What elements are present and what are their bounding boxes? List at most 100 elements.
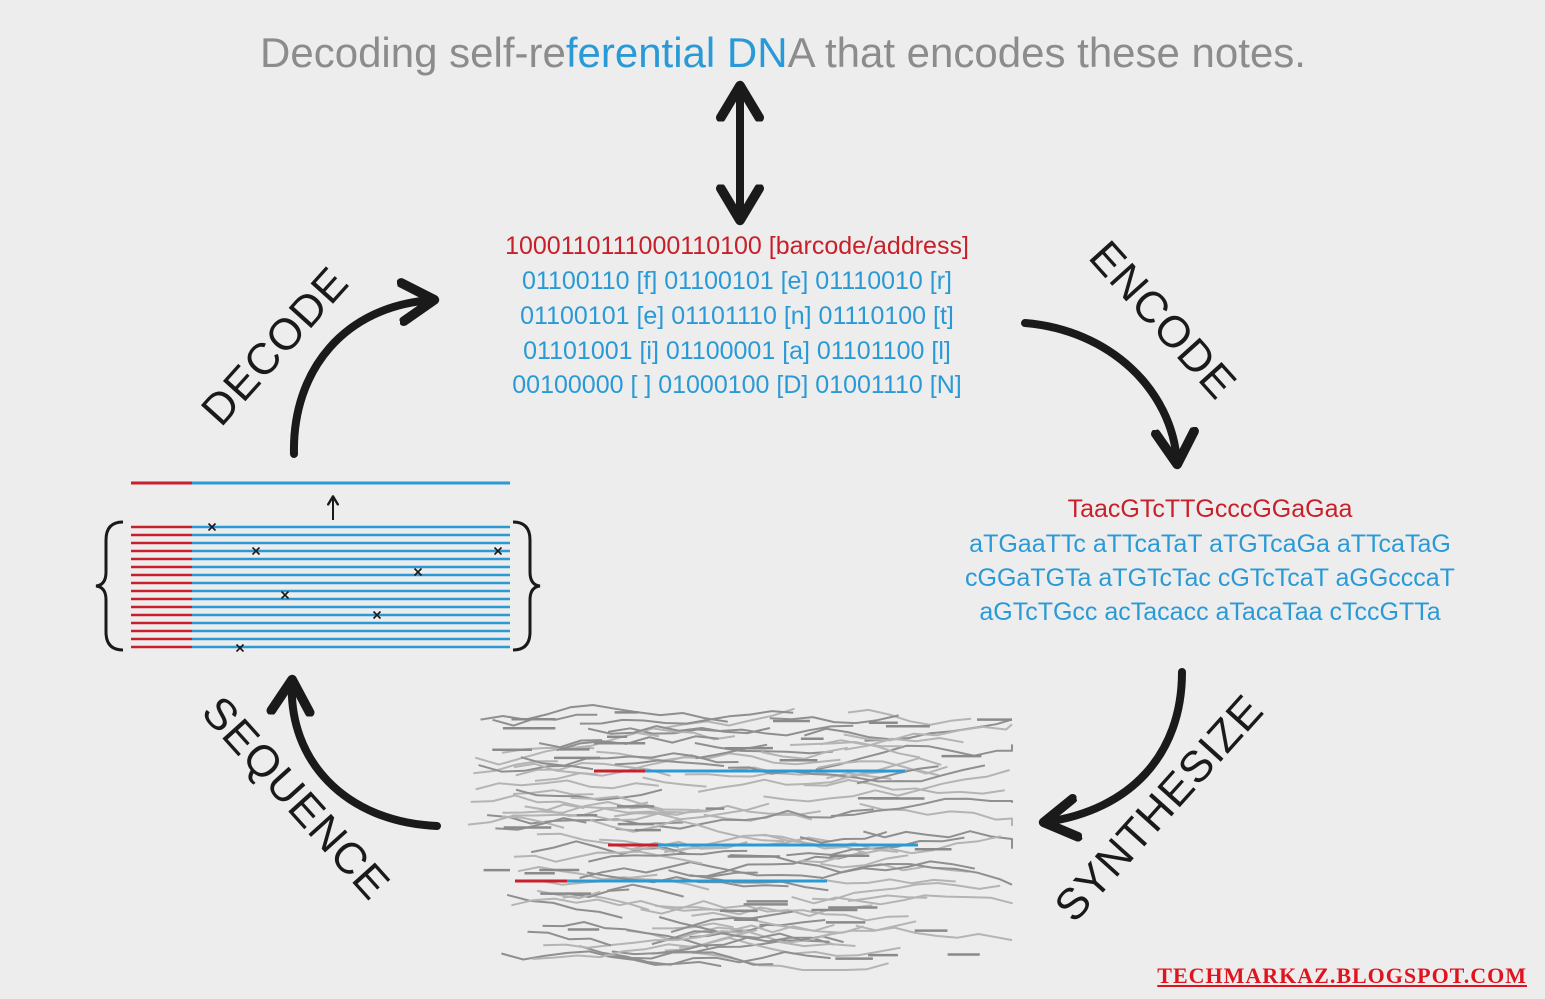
dna-strand: [759, 919, 826, 927]
dna-strand: [511, 897, 727, 912]
encode-label: ENCODE: [1080, 232, 1246, 409]
dna-strand: [799, 830, 888, 844]
dna-strand: [803, 779, 1005, 795]
binary-row: 01100110 [f] 01100101 [e] 01110010 [r]: [522, 267, 952, 295]
dna-strand: [694, 742, 833, 755]
dna-strand: [652, 922, 734, 930]
right-brace: [512, 520, 541, 652]
error-mark: [280, 590, 290, 600]
dna-strand: [769, 714, 899, 725]
watermark: TECHMARKAZ.BLOGSPOT.COM: [1157, 963, 1527, 988]
dna-strand: [473, 760, 558, 775]
dna-strand: [643, 805, 813, 821]
dna-strand: [606, 939, 830, 960]
dna-strand: [532, 943, 691, 960]
dna-strand: [817, 760, 948, 775]
dna-strand: [515, 762, 671, 777]
binary-row: 01101001 [i] 01100001 [a] 01101100 [l]: [523, 337, 951, 365]
title-part-2-highlight: ferential DN: [566, 29, 788, 76]
dna-strand: [843, 723, 1013, 742]
dna-strand: [786, 836, 965, 857]
dna-strand: [730, 923, 835, 934]
dna-strand: [804, 727, 892, 741]
dna-strand: [684, 771, 775, 778]
dna-strand: [760, 746, 848, 760]
dna-strand: [809, 926, 1013, 942]
title-part-3: A that encodes these notes.: [788, 29, 1306, 76]
dna-strand: [691, 911, 865, 934]
dna-row: cGGaTGTa aTGTcTac cGTcTcaT aGGcccaT: [965, 564, 1455, 592]
dna-strand: [589, 819, 785, 843]
dna-strand: [824, 878, 956, 885]
dna-strand: [501, 815, 565, 829]
dna-strand: [467, 807, 674, 826]
error-mark: [235, 643, 245, 653]
dna-strand: [606, 883, 684, 898]
dna-strand: [626, 926, 832, 944]
dna-strand: [570, 795, 710, 812]
dna-strand: [506, 893, 623, 919]
dna-strand: [587, 725, 771, 735]
title-part-1: Decoding self-re: [260, 29, 566, 76]
synthesize-label: SYNTHESIZE: [1045, 686, 1273, 932]
dna-pool: [467, 704, 1013, 971]
dna-strand: [520, 752, 739, 767]
dna-strand: [470, 794, 649, 810]
encode-arrow: [1021, 319, 1177, 462]
dna-strand: [799, 835, 1002, 864]
dna-strand: [830, 797, 1013, 817]
dna-strand: [763, 769, 1010, 803]
binary-row: 00100000 [ ] 01000100 [D] 01001110 [N]: [512, 371, 961, 399]
dna-strand: [778, 940, 856, 948]
synthesize-arrow: [1046, 668, 1186, 822]
dna-row: aTGaaTTc aTTcaTaT aTGTcaGa aTTcaTaG: [969, 530, 1451, 558]
sequence-arrow: [292, 682, 441, 830]
dna-strand: [543, 930, 745, 949]
left-brace: [95, 520, 124, 652]
dna-strand: [578, 944, 831, 966]
dna-strand: [820, 854, 909, 869]
error-mark: [413, 567, 423, 577]
dna-strand: [863, 830, 1013, 849]
dna-strand: [859, 802, 1013, 826]
dna-strand: [539, 801, 654, 814]
decode-arrow: [289, 300, 432, 458]
dna-strand: [613, 808, 700, 818]
dna-strand: [847, 708, 972, 726]
dna-strand: [791, 894, 1013, 906]
background-strands: [467, 704, 1013, 971]
dna-row: aGTcTGcc acTacacc aTacaTaa cTccGTTa: [979, 598, 1440, 626]
dna-block: TaacGTcTTGcccGGaGaa aTGaaTTc aTTcaTaT aT…: [965, 495, 1455, 626]
dna-strand: [579, 861, 824, 879]
dna-strand: [642, 776, 707, 788]
binary-row: 01100101 [e] 01101110 [n] 01110100 [t]: [520, 302, 954, 330]
dna-strand: [692, 951, 774, 966]
dna-strand: [599, 838, 676, 854]
read-lines: [131, 525, 510, 649]
dna-strand: [697, 757, 942, 793]
dna-strand: [536, 832, 680, 851]
dna-strand: [844, 737, 964, 751]
diagram-title: Decoding self-referential DNA that encod…: [260, 29, 1306, 76]
dna-strand: [727, 764, 986, 783]
dna-strand: [790, 741, 921, 759]
dna-strand: [689, 874, 829, 892]
error-mark: [493, 546, 503, 556]
dna-strand: [556, 735, 719, 752]
dna-strand: [495, 817, 587, 831]
dna-strand: [478, 764, 594, 773]
dna-strand: [588, 849, 748, 863]
dna-strand: [812, 882, 1001, 901]
dna-strand: [501, 950, 722, 968]
dna-address: TaacGTcTTGcccGGaGaa: [1068, 495, 1353, 523]
dna-strand: [607, 724, 854, 737]
error-mark: [251, 546, 261, 556]
read-error-marks: [207, 522, 503, 653]
error-mark: [207, 522, 217, 532]
binary-block: 1000110111000110100 [barcode/address] 01…: [505, 232, 969, 399]
dna-strand: [475, 779, 659, 791]
dna-strand: [855, 920, 917, 932]
dna-strand: [614, 759, 725, 767]
